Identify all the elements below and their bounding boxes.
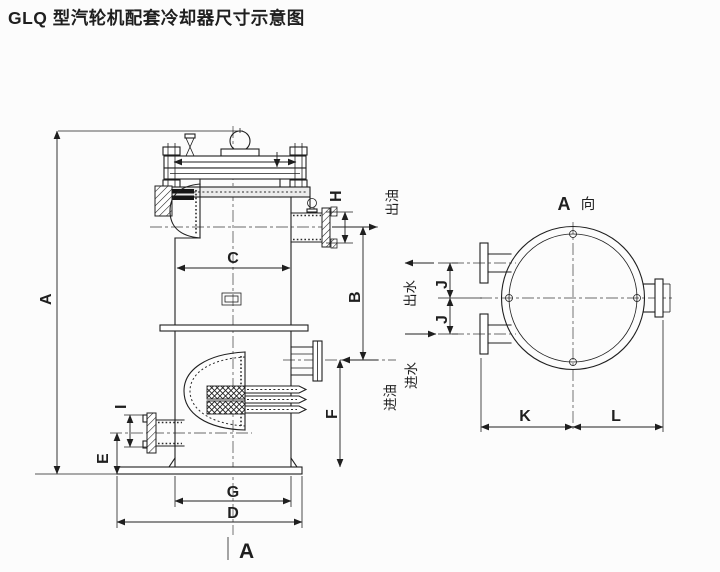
nameplate: [221, 292, 242, 306]
dim-label-I: I: [113, 405, 130, 409]
view-title-suffix: 向: [581, 196, 596, 213]
dim-label-F: F: [324, 409, 341, 419]
flow-label-water-out: 出水: [403, 280, 418, 307]
bolt-holes: [505, 230, 641, 366]
girth-flange: [159, 324, 309, 332]
aux-water-outlet-nozzle: [452, 242, 516, 284]
upper-channel-head: [154, 183, 201, 239]
flow-label-oil-in: 进油: [383, 384, 398, 411]
flange-outer-circle: [500, 225, 646, 371]
aux-kl-dimensions: [480, 320, 664, 432]
base-plate: [35, 466, 303, 475]
aux-water-inlet-nozzle: [452, 313, 516, 355]
dimension-lines: [53, 130, 367, 528]
cover-bolts: [162, 143, 308, 191]
drawing-title: GLQ 型汽轮机配套冷却器尺寸示意图: [8, 8, 305, 28]
aux-j-dimensions: [438, 262, 482, 335]
section-label-A: A: [239, 540, 254, 563]
dim-label-G: G: [227, 484, 239, 501]
vessel-body: [168, 212, 298, 468]
aux-view: A 向: [403, 194, 672, 432]
flow-label-oil-out: 出油: [385, 189, 400, 216]
oil-outlet-nozzle: [290, 198, 338, 249]
dim-label-D: D: [227, 505, 239, 522]
aux-side-nozzle: [642, 278, 671, 318]
dim-label-E: E: [95, 453, 112, 464]
dim-label-J-lower: J: [434, 315, 451, 324]
flange-inner-circle: [508, 233, 638, 363]
dim-label-A: A: [38, 293, 55, 305]
section-indicator: A: [227, 537, 254, 563]
water-inlet-nozzle: [290, 340, 323, 382]
tube-bundle-bars: [244, 385, 308, 414]
view-title-letter: A: [558, 194, 571, 214]
lower-channel-head: [183, 351, 246, 431]
dim-label-C: C: [227, 250, 239, 267]
dim-label-J-upper: J: [434, 280, 451, 289]
vent-valve: [184, 133, 196, 157]
flow-arrows: [332, 223, 378, 364]
dim-label-B: B: [347, 291, 364, 303]
dim-label-K: K: [519, 408, 531, 425]
main-view: A H B C F I E G D 出油 进水 进油 A: [35, 126, 419, 563]
top-cover-flange: [162, 143, 308, 191]
flow-label-water-in: 进水: [404, 362, 419, 389]
dim-label-H: H: [328, 190, 345, 202]
lifting-ring-icon: [220, 128, 260, 157]
oil-inlet-nozzle: [142, 412, 185, 454]
dim-label-L: L: [611, 408, 621, 425]
